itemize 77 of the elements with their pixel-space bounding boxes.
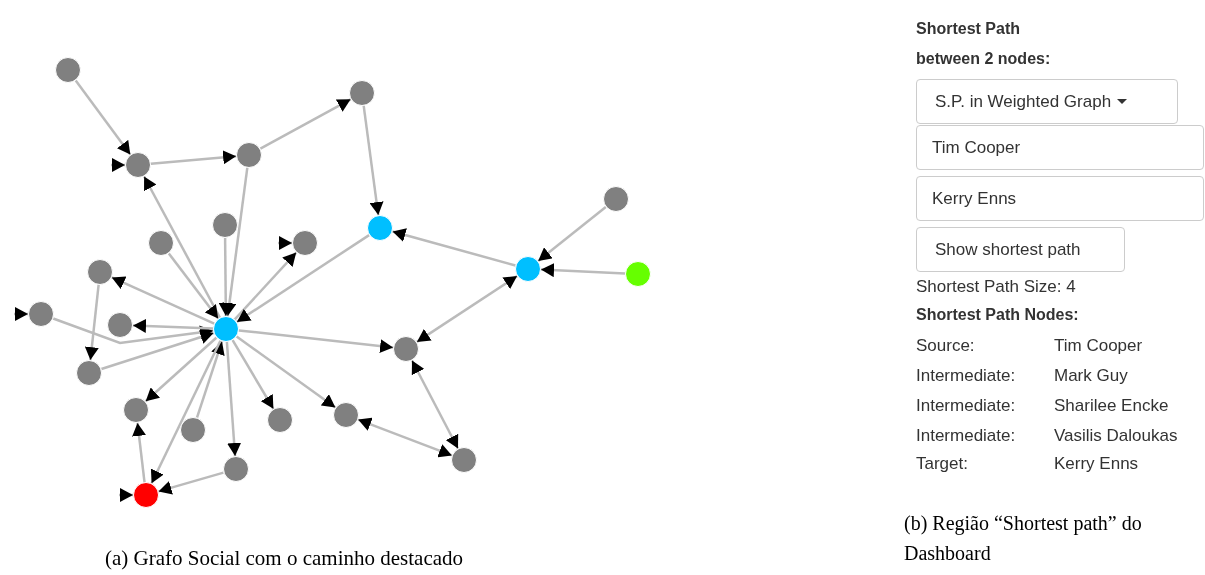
graph-node [125, 152, 151, 178]
graph-node [212, 212, 238, 238]
button: Show shortest path [916, 227, 1125, 272]
graph-node [625, 261, 651, 287]
section-heading: Shortest Path Nodes: [916, 306, 1079, 324]
arrow [158, 471, 224, 495]
arrow [119, 488, 133, 502]
graph-node [236, 142, 262, 168]
graph-node [223, 456, 249, 482]
arrow [144, 336, 218, 403]
arrow [231, 339, 275, 410]
arrow [540, 263, 626, 278]
arrow [167, 252, 220, 320]
graph-node [123, 397, 149, 423]
arrow [132, 422, 146, 483]
graph-node [180, 417, 206, 443]
arrow [52, 317, 214, 345]
arrow [259, 98, 352, 150]
arrow [222, 167, 249, 317]
row-label: Source: [916, 336, 975, 356]
dropdown-button: S.P. in Weighted Graph [916, 79, 1178, 124]
graph-node [515, 256, 541, 282]
graph-node [333, 402, 359, 428]
arrow [150, 150, 237, 166]
arrow [238, 329, 394, 354]
graph-node [367, 215, 393, 241]
arrow [410, 359, 460, 450]
arrow [416, 275, 518, 343]
row-value: Mark Guy [1054, 366, 1128, 386]
arrow [84, 284, 100, 361]
graph-node [28, 301, 54, 327]
arrow [143, 175, 221, 319]
arrow [278, 236, 292, 250]
arrow [233, 251, 298, 321]
graph-node [55, 57, 81, 83]
graph-node [451, 447, 477, 473]
caption: (a) Grafo Social com o caminho destacado [105, 546, 464, 571]
arrow [74, 79, 132, 156]
graph-node [213, 316, 239, 342]
arrow [537, 206, 607, 262]
arrow [132, 319, 214, 333]
arrow [357, 417, 453, 458]
caption: (b) Região “Shortest path” do Dashboard [904, 511, 1143, 566]
input-field: Tim Cooper [916, 125, 1204, 170]
row-value: Sharilee Encke [1054, 396, 1169, 416]
row-value: Tim Cooper [1054, 336, 1143, 356]
arrow [111, 276, 215, 325]
graph-node [107, 312, 133, 338]
row-label: Intermediate: [916, 366, 1016, 386]
graph-node [393, 336, 419, 362]
arrow [236, 234, 370, 323]
row-label: Intermediate: [916, 426, 1016, 446]
arrow [235, 335, 337, 409]
graph-node [349, 80, 375, 106]
panel-heading: Shortest Path between 2 nodes: [916, 19, 1052, 69]
row-value: Kerry Enns [1054, 454, 1139, 474]
arrow [111, 158, 125, 172]
graph-node [87, 259, 113, 285]
graph-node [133, 482, 159, 508]
graph-node [76, 360, 102, 386]
path-size-text: Shortest Path Size: 4 [916, 277, 1076, 297]
input-field: Kerry Enns [916, 176, 1204, 221]
arrow [392, 228, 516, 267]
graph-node [148, 230, 174, 256]
row-label: Target: [916, 454, 968, 474]
graph-node [603, 186, 629, 212]
arrow [101, 330, 214, 371]
arrow [218, 238, 233, 316]
graph-node [292, 230, 318, 256]
arrow [362, 105, 384, 216]
arrow [14, 307, 28, 321]
row-value: Vasilis Daloukas [1054, 426, 1178, 446]
arrow [150, 340, 222, 484]
arrow [225, 341, 242, 457]
row-label: Intermediate: [916, 396, 1016, 416]
arrow [195, 341, 225, 418]
graph-node [267, 407, 293, 433]
